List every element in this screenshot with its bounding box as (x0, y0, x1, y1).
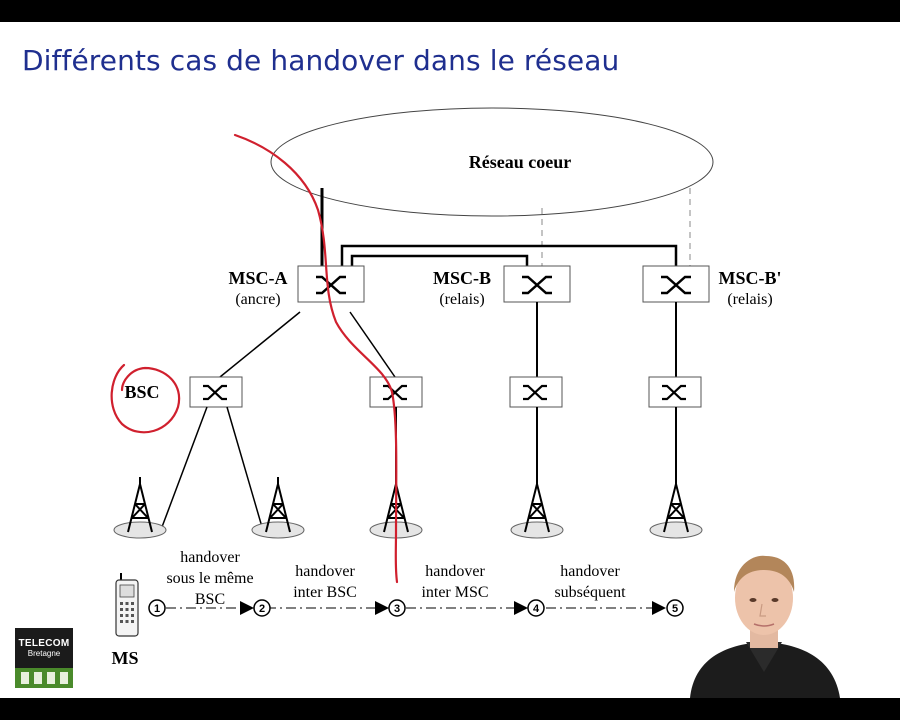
handover-1-line2: sous le même (166, 570, 253, 587)
msc-a-switch (297, 265, 365, 303)
bsc-4-switch (648, 376, 702, 408)
arrowhead-4 (514, 601, 528, 615)
core-network-label: Réseau coeur (469, 152, 571, 172)
bts-tower-2 (251, 477, 305, 539)
link-msc-a-bsc2 (349, 311, 396, 378)
handover-4-line2: subséquent (554, 584, 626, 601)
handover-3-line2: inter MSC (421, 584, 488, 601)
mobile-phone-icon (115, 573, 139, 637)
step-2: 2 (253, 599, 271, 617)
link-msc-a-msc-b (350, 254, 529, 266)
logo-emblem (15, 668, 73, 688)
bts-tower-1 (113, 477, 167, 539)
core-network-ellipse (270, 107, 714, 217)
msc-a-role: (ancre) (235, 291, 280, 308)
step-3: 3 (388, 599, 406, 617)
arrowhead-3 (375, 601, 389, 615)
arrowhead-2 (240, 601, 254, 615)
step-1: 1 (148, 599, 166, 617)
handover-1-line3: BSC (195, 591, 225, 608)
bsc-label: BSC (124, 382, 159, 402)
msc-b-prime-label: MSC-B' (719, 268, 782, 288)
slide-title: Différents cas de handover dans le résea… (22, 44, 620, 77)
arrowhead-5 (652, 601, 666, 615)
logo-subtitle: Bretagne (27, 649, 61, 658)
msc-b-switch (503, 265, 571, 303)
presenter-video (690, 555, 840, 698)
handover-1-line1: handover (180, 549, 240, 566)
link-bsc1-bts2 (226, 406, 263, 528)
msc-a-label: MSC-A (229, 268, 288, 288)
slide: Différents cas de handover dans le résea… (0, 22, 900, 698)
network-diagram: Réseau coeur MSC-A (ancre) MSC-B (relais… (110, 107, 782, 668)
annotation-handover-path (233, 133, 399, 584)
svg-text:4: 4 (533, 603, 540, 615)
logo-name: TELECOM (18, 638, 70, 649)
institution-logo: TELECOM Bretagne (15, 628, 73, 688)
bsc-2-switch (369, 376, 423, 408)
msc-b-prime-switch (642, 265, 710, 303)
ms-label: MS (112, 648, 139, 668)
step-5: 5 (666, 599, 684, 617)
link-bsc1-bts1 (161, 406, 208, 528)
bts-tower-4 (510, 477, 564, 539)
svg-text:3: 3 (394, 603, 400, 615)
svg-text:2: 2 (259, 603, 265, 615)
handover-4-line1: handover (560, 563, 620, 580)
svg-text:5: 5 (672, 603, 678, 615)
annotation-bsc-circle (110, 363, 181, 434)
bts-tower-5 (649, 477, 703, 539)
handover-3-line1: handover (425, 563, 485, 580)
bsc-3-switch (509, 376, 563, 408)
link-msc-a-msc-b-prime (340, 244, 678, 266)
handover-2-line1: handover (295, 563, 355, 580)
link-msc-a-bsc1 (219, 311, 301, 378)
svg-text:1: 1 (154, 603, 160, 615)
bsc-1-switch (189, 376, 243, 408)
msc-b-role: (relais) (439, 291, 484, 308)
msc-b-prime-role: (relais) (727, 291, 772, 308)
step-4: 4 (527, 599, 545, 617)
msc-b-label: MSC-B (433, 268, 491, 288)
handover-2-line2: inter BSC (293, 584, 357, 601)
